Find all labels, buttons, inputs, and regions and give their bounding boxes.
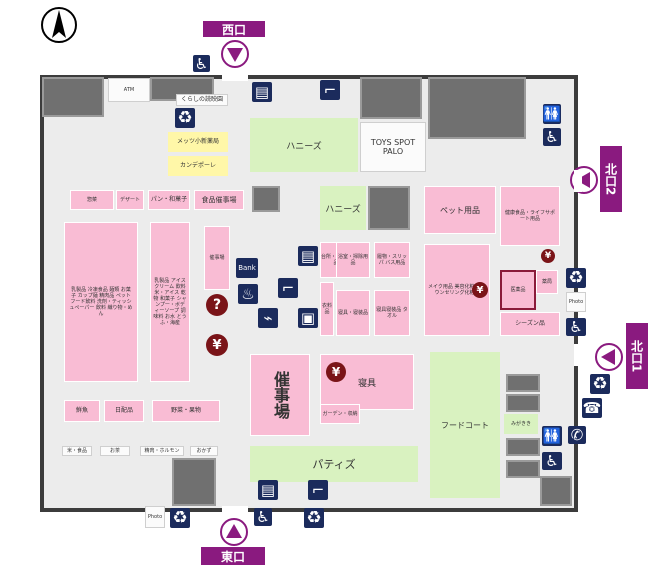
recycle-icon: ♻	[175, 108, 195, 128]
atm-booth: ATM	[108, 78, 150, 102]
store-slippers[interactable]: 履物・スリッパ バス用品	[374, 242, 410, 278]
store-kurashi[interactable]: くらしの読映園	[176, 94, 228, 106]
yen-atm-icon: ¥	[326, 362, 346, 382]
store-drinks[interactable]: 乳製品 アイスクリーム 飲料 米・アイス 乾物 和菓子 シャンプー・ボディーソー…	[150, 222, 190, 382]
store-bread[interactable]: パン・和菓子	[148, 190, 190, 210]
yen-atm-icon: ¥	[472, 282, 488, 298]
elevator-icon: ▤	[252, 82, 272, 102]
stairs-icon: ⌐	[308, 480, 328, 500]
elevator-icon: ▤	[258, 480, 278, 500]
store-vegetable[interactable]: 野菜・果物	[152, 400, 220, 422]
store-patisserie[interactable]: パティズ	[250, 446, 418, 482]
store-daily[interactable]: 日配品	[104, 400, 144, 422]
store-food-court[interactable]: フードコート	[430, 352, 500, 498]
bottom-row-4: おかず	[190, 446, 218, 456]
stairs-icon: ⌐	[278, 278, 298, 298]
store-dessert[interactable]: デザート	[116, 190, 144, 210]
top-gray-square-1	[360, 77, 422, 119]
store-pet[interactable]: ペット用品	[424, 186, 496, 234]
west-exit-arrow-icon[interactable]	[221, 40, 249, 68]
mid-gray-square-2	[368, 186, 410, 230]
top-gray-large	[428, 77, 526, 139]
store-event-small[interactable]: 催事場	[204, 226, 230, 290]
store-pharmacy[interactable]: 薬局	[536, 270, 558, 294]
store-health-food[interactable]: 健康食品・ライフサポート用品	[500, 186, 560, 246]
store-season[interactable]: シーズン品	[500, 312, 560, 336]
store-mets[interactable]: メッツ小新薬局	[168, 132, 228, 152]
store-medicine[interactable]: 医薬品	[500, 270, 536, 310]
north2-exit-label: 北口2	[600, 146, 622, 212]
east-door	[222, 506, 248, 514]
recycle-icon: ♻	[566, 268, 586, 288]
top-left-block	[42, 77, 104, 117]
store-garden[interactable]: ガーデン・収納	[320, 404, 360, 424]
store-frozen[interactable]: 乳製品 冷凍食品 麺類 お菓子 カップ麺 精肉品 ペットフード飲料 洗剤・ティッ…	[64, 222, 138, 382]
west-exit-label: 西口	[203, 21, 265, 37]
wheelchair-icon: ♿	[542, 452, 562, 470]
east-exit-label: 東口	[201, 547, 265, 565]
store-candeporre[interactable]: カンデポーレ	[168, 156, 228, 176]
phone-icon: ✆	[568, 426, 586, 444]
elevator-icon: ▣	[298, 308, 318, 328]
north2-door	[574, 170, 582, 192]
north1-exit-label: 北口1	[626, 323, 648, 389]
store-toys-spot-palo[interactable]: TOYS SPOT PALO	[360, 122, 426, 172]
store-fish[interactable]: 鮮魚	[64, 400, 100, 422]
east-exit-arrow-icon[interactable]	[220, 518, 248, 546]
store-stationery[interactable]: 寝具・寝装品	[336, 290, 370, 336]
store-bath[interactable]: 浴室・掃除用品	[336, 242, 370, 278]
north1-door	[574, 344, 582, 366]
bank-atm-icon: Bank	[236, 258, 258, 278]
store-misc1[interactable]: 衣料品	[320, 282, 334, 336]
yen-atm-icon: ¥	[541, 249, 555, 263]
right-gray-block-3	[506, 438, 540, 456]
bath-icon: ♨	[238, 284, 258, 304]
west-door	[222, 73, 248, 81]
escalator-icon: ⌁	[258, 308, 278, 328]
store-honeys-top[interactable]: ハニーズ	[250, 118, 358, 172]
wheelchair-icon: ♿	[543, 128, 561, 146]
bottom-row-2: お茶	[100, 446, 130, 456]
information-icon: ?	[206, 294, 228, 316]
store-shoe-polish[interactable]: みがきき	[504, 414, 538, 434]
photo-booth-icon: Photo	[566, 292, 586, 312]
right-gray-block-2	[506, 394, 540, 412]
north1-exit-arrow-icon[interactable]	[595, 343, 623, 371]
recycle-icon: ♻	[170, 508, 190, 528]
bottom-right-block	[540, 476, 572, 506]
bottom-row-1: 米・食品	[62, 446, 92, 456]
right-gray-block-1	[506, 374, 540, 392]
wheelchair-icon: ♿	[254, 508, 272, 526]
bottom-row-3: 精肉・ホルモン	[140, 446, 184, 456]
elevator-icon: ▤	[298, 246, 318, 266]
store-honeys-mid[interactable]: ハニーズ	[320, 186, 366, 230]
restroom-icon: 🚻	[542, 426, 562, 446]
north-compass-icon	[40, 6, 78, 44]
store-food-event[interactable]: 食品催事場	[194, 190, 244, 210]
recycle-icon: ♻	[304, 508, 324, 528]
bottom-left-block	[172, 458, 216, 506]
phone-icon: ☎	[582, 398, 602, 418]
mid-gray-square	[252, 186, 280, 212]
store-misc2[interactable]: 寝具寝装品 タオル	[374, 290, 410, 336]
right-gray-block-4	[506, 460, 540, 478]
restroom-icon: 🚻	[542, 104, 562, 124]
wheelchair-icon: ♿	[566, 318, 586, 336]
wheelchair-icon: ♿	[193, 54, 210, 73]
recycle-icon: ♻	[590, 374, 610, 394]
yen-atm-icon: ¥	[206, 334, 228, 356]
store-sozai[interactable]: 惣菜	[70, 190, 114, 210]
stairs-icon: ⌐	[320, 80, 340, 100]
store-main-event[interactable]: 催事場	[250, 354, 310, 436]
photo-booth-icon: Photo	[145, 506, 165, 528]
